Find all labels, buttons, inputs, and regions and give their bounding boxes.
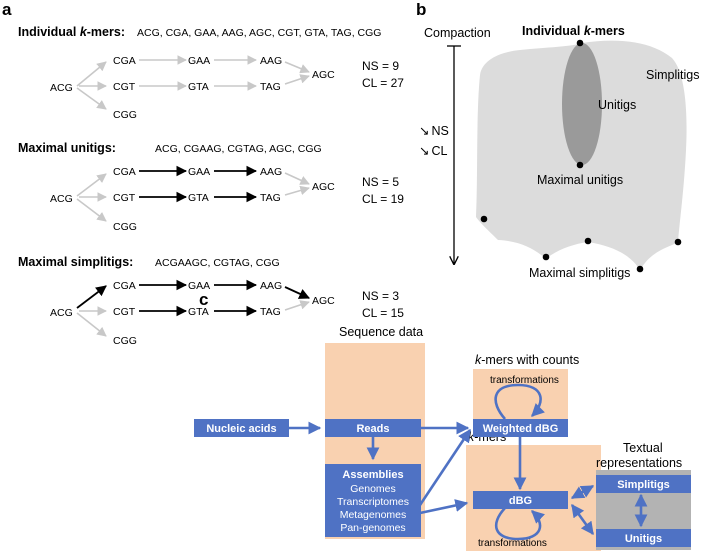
weighted-background	[473, 369, 568, 421]
kmers-with-counts-label: k-mers with counts	[475, 353, 579, 367]
textual-label-line2: representations	[596, 456, 682, 470]
box-nucleic-acids: Nucleic acids	[194, 419, 289, 437]
node-acg: ACG	[50, 307, 73, 319]
transformations-top-label: transformations	[490, 375, 559, 386]
box-unitigs: Unitigs	[596, 529, 691, 547]
svg-text:dBG: dBG	[509, 495, 532, 507]
svg-text:Genomes: Genomes	[350, 483, 396, 495]
ns-value: NS = 5	[362, 175, 399, 189]
maximal-simplitigs-label: Maximal simplitigs	[529, 266, 630, 280]
svg-text:Pan-genomes: Pan-genomes	[340, 522, 405, 534]
section-maximal-unitigs: Maximal unitigs: ACG, CGAAG, CGTAG, AGC,…	[18, 141, 404, 233]
section-title-individual-kmers: Individual k-mers:	[18, 25, 125, 39]
sequence-list: ACGAAGC, CGTAG, CGG	[155, 257, 280, 269]
textual-label-line1: Textual	[623, 441, 663, 455]
node-cga: CGA	[113, 280, 136, 292]
cl-decrease-label: ↘CL	[419, 144, 448, 158]
box-dbg: dBG	[473, 491, 568, 509]
flow-arrows	[289, 383, 648, 541]
ns-decrease-label: ↘NS	[419, 124, 449, 138]
maximal-unitigs-label: Maximal unitigs	[537, 173, 623, 187]
svg-text:Metagenomes: Metagenomes	[340, 509, 407, 521]
node-aag: AAG	[260, 280, 282, 292]
node-cga: CGA	[113, 55, 136, 67]
unitigs-label: Unitigs	[598, 98, 636, 112]
ns-value: NS = 9	[362, 59, 399, 73]
node-cgg: CGG	[113, 109, 137, 121]
cl-value: CL = 15	[362, 306, 404, 320]
panel-b-label: b	[416, 0, 426, 19]
node-cgt: CGT	[113, 192, 136, 204]
individual-kmers-label: Individual k-mers	[522, 24, 625, 38]
box-assemblies: Assemblies Genomes Transcriptomes Metage…	[325, 464, 421, 537]
sequence-list: ACG, CGA, GAA, AAG, AGC, CGT, GTA, TAG, …	[137, 27, 381, 39]
node-cgg: CGG	[113, 221, 137, 233]
simplitig-dot	[674, 238, 682, 246]
node-aag: AAG	[260, 166, 282, 178]
ns-value: NS = 3	[362, 289, 399, 303]
node-cgg: CGG	[113, 335, 137, 347]
sequence-data-label: Sequence data	[339, 325, 423, 339]
svg-text:Unitigs: Unitigs	[625, 533, 662, 545]
node-cgt: CGT	[113, 81, 136, 93]
node-tag: TAG	[260, 81, 281, 93]
sequence-list: ACG, CGAAG, CGTAG, AGC, CGG	[155, 143, 322, 155]
svg-text:Reads: Reads	[356, 423, 389, 435]
section-title-maximal-unitigs: Maximal unitigs:	[18, 141, 116, 155]
panel-a-label: a	[2, 0, 12, 19]
node-gta: GTA	[188, 192, 209, 204]
node-cga: CGA	[113, 166, 136, 178]
node-gaa: GAA	[188, 55, 210, 67]
svg-text:Nucleic acids: Nucleic acids	[206, 423, 276, 435]
simplitig-dot	[584, 237, 592, 245]
node-gaa: GAA	[188, 166, 210, 178]
cl-value: CL = 27	[362, 76, 404, 90]
node-gaa: GAA	[188, 280, 210, 292]
cl-value: CL = 19	[362, 192, 404, 206]
box-simplitigs: Simplitigs	[596, 475, 691, 493]
panel-c-label: c	[199, 290, 208, 309]
svg-text:Assemblies: Assemblies	[342, 469, 403, 481]
node-gta: GTA	[188, 81, 209, 93]
transformations-bottom-label: transformations	[478, 538, 547, 549]
node-tag: TAG	[260, 192, 281, 204]
node-agc: AGC	[312, 69, 335, 81]
unitigs-region	[562, 43, 602, 165]
maximal-unitigs-dot	[576, 161, 584, 169]
node-acg: ACG	[50, 193, 73, 205]
svg-text:Transcriptomes: Transcriptomes	[337, 496, 409, 508]
section-title-maximal-simplitigs: Maximal simplitigs:	[18, 255, 133, 269]
simplitig-dot	[480, 215, 488, 223]
simplitig-dot	[542, 253, 550, 261]
node-gta: GTA	[188, 306, 209, 318]
node-aag: AAG	[260, 55, 282, 67]
node-agc: AGC	[312, 181, 335, 193]
compaction-label: Compaction	[424, 26, 491, 40]
svg-text:Weighted dBG: Weighted dBG	[483, 423, 559, 435]
individual-kmers-dot	[576, 39, 584, 47]
maximal-simplitigs-dot	[636, 265, 644, 273]
section-individual-kmers: Individual k-mers: ACG, CGA, GAA, AAG, A…	[18, 25, 404, 121]
box-weighted-dbg: Weighted dBG	[473, 419, 568, 437]
simplitigs-label: Simplitigs	[646, 68, 700, 82]
node-cgt: CGT	[113, 306, 136, 318]
section-maximal-simplitigs: Maximal simplitigs: ACGAAGC, CGTAG, CGG …	[18, 255, 404, 347]
node-acg: ACG	[50, 82, 73, 94]
svg-text:Simplitigs: Simplitigs	[617, 479, 670, 491]
box-reads: Reads	[325, 419, 421, 437]
node-agc: AGC	[312, 295, 335, 307]
node-tag: TAG	[260, 306, 281, 318]
